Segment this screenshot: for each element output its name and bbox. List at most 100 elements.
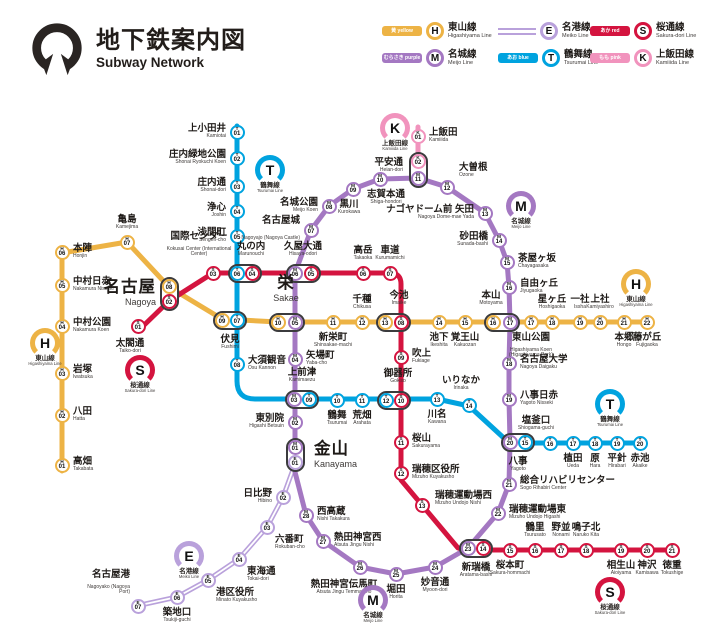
station-number: 14 [495, 239, 503, 246]
station-letter: E [265, 520, 269, 526]
station-letter: H [331, 315, 335, 321]
station-letter: H [491, 315, 495, 321]
station-number: 07 [386, 272, 394, 279]
station-letter: H [60, 366, 64, 372]
station-letter: E [281, 490, 285, 496]
line-badge-meiko-6: E [174, 541, 204, 571]
station-letter: T [235, 266, 239, 272]
station-number: 15 [461, 321, 469, 328]
station-number: 19 [505, 398, 513, 405]
station-number: 06 [359, 272, 367, 279]
station-letter: T [435, 392, 439, 398]
station-number: 03 [209, 272, 217, 279]
station-number: 02 [291, 421, 299, 428]
station-letter: S [250, 266, 254, 272]
station-number: 19 [576, 321, 584, 328]
station-number: 07 [134, 605, 142, 612]
station-letter: S [211, 266, 215, 272]
station-letter: S [619, 543, 623, 549]
station-number: 17 [506, 321, 514, 328]
station-number: 17 [557, 549, 565, 556]
station-number: 18 [591, 442, 599, 449]
station-number: 02 [233, 157, 241, 164]
nagoya-subway-logo [32, 23, 82, 78]
station-letter: T [615, 436, 619, 442]
station-letter: T [235, 357, 239, 363]
station-letter: E [175, 590, 179, 596]
station-letter: M [309, 223, 313, 229]
station-letter: T [235, 179, 239, 185]
station-number: 10 [376, 178, 384, 185]
station-number: 13 [481, 212, 489, 219]
legend-line-name-jp: 東山線 [448, 21, 477, 33]
station-number: 17 [569, 442, 577, 449]
station-number: 01 [233, 131, 241, 138]
station-letter: M [327, 199, 331, 205]
title-japanese: 地下鉄案内図 [96, 27, 246, 55]
station-letter: M [358, 560, 362, 566]
station-number: 05 [291, 321, 299, 328]
station-letter: M [508, 435, 512, 441]
station-number: 18 [548, 321, 556, 328]
station-letter: M [293, 440, 297, 446]
station-number: 05 [307, 272, 315, 279]
station-letter: E [237, 552, 241, 558]
legend-line-name-en: Sakura-dori Line [656, 32, 697, 39]
legend-line-letter: E [540, 22, 558, 40]
station-number: 02 [165, 300, 173, 307]
station-letter: H [167, 279, 171, 285]
station-letter: H [60, 319, 64, 325]
station-letter: S [481, 541, 485, 547]
station-number: 02 [414, 160, 422, 167]
legend-line-name-jp: 名城線 [448, 48, 477, 60]
station-number: 07 [307, 229, 315, 236]
station-number: 19 [617, 549, 625, 556]
station-number: 16 [531, 549, 539, 556]
station-number: 03 [233, 185, 241, 192]
station-number: 11 [414, 177, 422, 184]
station-letter: M [293, 315, 297, 321]
station-number: 24 [431, 566, 439, 573]
station-number: 11 [329, 321, 337, 328]
station-letter: T [548, 436, 552, 442]
legend-color-chip: むらさき purple [382, 53, 422, 63]
station-number: 20 [636, 442, 644, 449]
station-letter: M [507, 280, 511, 286]
